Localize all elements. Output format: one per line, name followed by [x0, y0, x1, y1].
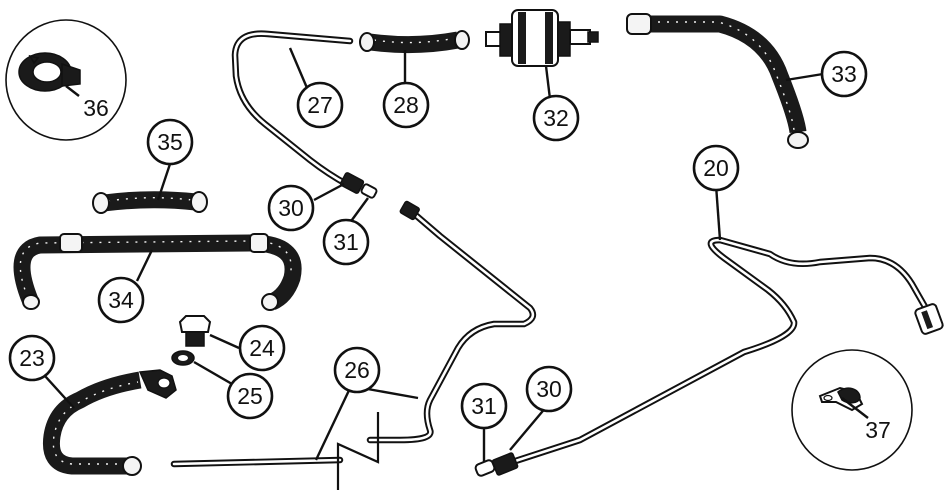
callout-30-upper: 30	[267, 184, 315, 232]
callout-35-text: 35	[157, 129, 183, 155]
callout-31-upper-text: 31	[333, 229, 359, 255]
part-33-curved-hose	[626, 13, 809, 149]
callout-34-text: 34	[108, 287, 134, 313]
callout-26: 26	[333, 346, 381, 394]
callout-24: 24	[238, 324, 286, 372]
part-28-short-hose	[359, 30, 470, 54]
part-30-31-union-bottom	[474, 452, 519, 477]
callout-37: 37	[865, 417, 891, 443]
part-20-pipe	[496, 236, 944, 470]
callout-23-text: 23	[19, 345, 45, 371]
callout-23: 23	[8, 334, 56, 382]
part-23-banjo-hose	[42, 369, 177, 476]
callout-25-text: 25	[237, 383, 263, 409]
callout-30-lower: 30	[525, 365, 573, 413]
part-37-pipe-clip	[791, 349, 913, 471]
callout-30-lower-text: 30	[536, 376, 562, 402]
callout-25: 25	[226, 372, 274, 420]
callout-33: 33	[820, 50, 868, 98]
part-36-hose-clip	[5, 19, 127, 141]
callout-28-text: 28	[393, 92, 419, 118]
callout-31-lower: 31	[460, 382, 508, 430]
callout-31-upper: 31	[322, 218, 370, 266]
callout-32: 32	[532, 94, 580, 142]
callout-30-upper-text: 30	[278, 195, 304, 221]
part-24-banjo-bolt	[178, 315, 212, 347]
leader-lines	[44, 47, 869, 462]
part-34-u-hose	[13, 233, 302, 311]
part-25-washer	[171, 350, 195, 366]
callout-32-text: 32	[543, 105, 569, 131]
callout-35: 35	[146, 118, 194, 166]
callout-31-lower-text: 31	[471, 393, 497, 419]
callout-34: 34	[97, 276, 145, 324]
callout-33-text: 33	[831, 61, 857, 87]
callout-27: 27	[296, 81, 344, 129]
part-32-fuel-filter	[485, 9, 599, 67]
callout-36: 36	[83, 95, 109, 121]
callout-20: 20	[692, 144, 740, 192]
callout-36-text: 36	[83, 95, 109, 121]
part-35-straight-hose	[92, 191, 208, 214]
part-27-fuel-pipe	[231, 30, 378, 199]
callout-37-text: 37	[865, 417, 891, 443]
part-26-long-pipe	[170, 200, 537, 490]
callout-26-text: 26	[344, 357, 370, 383]
callout-27-text: 27	[307, 92, 333, 118]
callout-20-text: 20	[703, 155, 729, 181]
callout-28: 28	[382, 81, 430, 129]
callout-24-text: 24	[249, 335, 275, 361]
